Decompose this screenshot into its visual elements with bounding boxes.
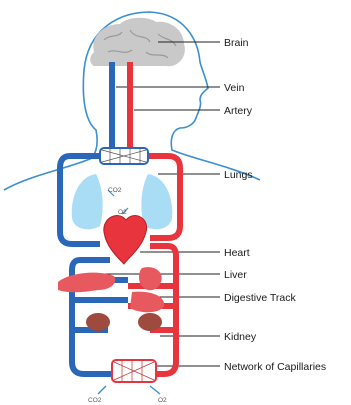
bottom-o2-label: O2 <box>158 397 167 404</box>
label-brain: Brain <box>224 37 249 49</box>
right-lung <box>141 174 172 229</box>
label-vein: Vein <box>224 82 245 94</box>
label-liver: Liver <box>224 269 247 281</box>
lung-o2-label: O2 <box>118 209 127 216</box>
heart-shape <box>104 216 147 264</box>
left-kidney <box>86 313 110 331</box>
bottom-co2-label: CO2 <box>88 397 102 404</box>
left-lung <box>72 174 103 229</box>
label-digestive: Digestive Track <box>224 292 297 304</box>
right-kidney <box>138 313 162 331</box>
label-artery: Artery <box>224 105 253 117</box>
lung-co2-label: CO2 <box>108 187 122 194</box>
label-heart: Heart <box>224 247 250 259</box>
liver-shape <box>58 273 115 293</box>
label-lungs: Lungs <box>224 169 253 181</box>
label-kidney: Kidney <box>224 331 257 343</box>
label-capillaries: Network of Capillaries <box>224 361 326 373</box>
